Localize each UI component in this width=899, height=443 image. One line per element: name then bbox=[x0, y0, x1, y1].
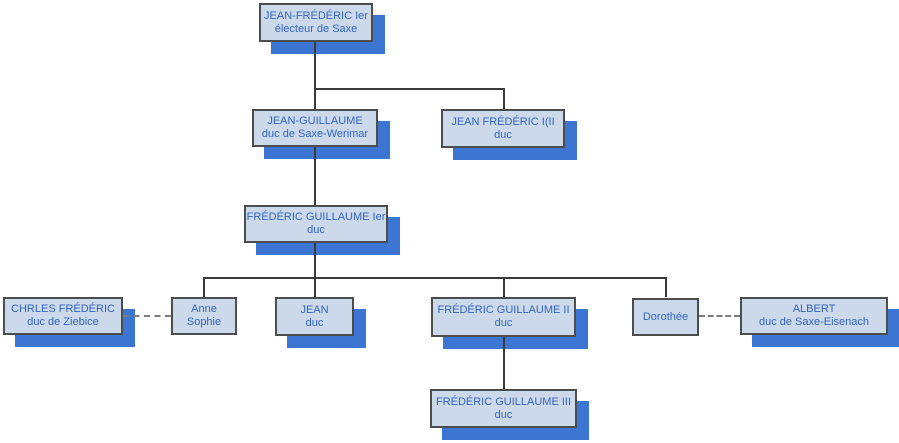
connector-drop-anne-sophie bbox=[203, 277, 205, 297]
connector-fg1er-down bbox=[314, 242, 316, 279]
node-frederic-guillaume-ii: FRÉDÉRIC GUILLAUME II duc bbox=[431, 297, 588, 349]
marriage-line-dorothee-albert bbox=[699, 315, 740, 317]
marriage-line-chrles-anne bbox=[123, 315, 171, 317]
connector-jean-guillaume-to-fg1er bbox=[314, 147, 316, 205]
node-albert: ALBERT duc de Saxe-Eisenach bbox=[740, 297, 899, 347]
connector-drop-dorothee bbox=[665, 277, 667, 297]
node-anne-sophie: Anne Sophie bbox=[171, 297, 237, 335]
node-box: FRÉDÉRIC GUILLAUME Ier duc bbox=[244, 205, 388, 243]
node-box: JEAN FRÉDÉRIC I(II duc bbox=[441, 109, 565, 148]
node-name: ALBERT bbox=[792, 303, 836, 315]
node-name: JEAN-GUILLAUME bbox=[267, 115, 363, 127]
node-title: duc de Saxe-Eisenach bbox=[758, 316, 870, 328]
node-name: JEAN-FRÉDÉRIC Ier bbox=[264, 9, 368, 22]
node-title: duc de Ziebice bbox=[27, 316, 99, 328]
node-name: CHRLES FRÉDÉRIC bbox=[11, 303, 115, 315]
connector-branch-row3 bbox=[203, 277, 667, 279]
node-title: duc bbox=[307, 224, 325, 236]
node-box: JEAN duc bbox=[275, 297, 354, 336]
node-jean-guillaume: JEAN-GUILLAUME duc de Saxe-Werimar bbox=[252, 109, 390, 159]
connector-fg2-to-fg3 bbox=[503, 336, 505, 389]
node-box: JEAN-FRÉDÉRIC Ier électeur de Saxe bbox=[259, 3, 373, 42]
node-box: CHRLES FRÉDÉRIC duc de Ziebice bbox=[3, 297, 123, 335]
node-dorothee: Dorothée bbox=[632, 298, 699, 336]
node-name: JEAN FRÉDÉRIC I(II bbox=[451, 115, 555, 128]
node-frederic-guillaume-ier: FRÉDÉRIC GUILLAUME Ier duc bbox=[244, 205, 400, 255]
connector-drop-jean bbox=[314, 277, 316, 297]
node-title: électeur de Saxe bbox=[274, 22, 358, 35]
node-box: FRÉDÉRIC GUILLAUME III duc bbox=[430, 389, 577, 428]
node-title: duc de Saxe-Werimar bbox=[261, 128, 369, 140]
node-name: FRÉDÉRIC GUILLAUME Ier bbox=[246, 211, 386, 223]
connector-trunk-jf1er-down bbox=[314, 42, 316, 109]
connector-drop-jean-frederic-i-ii bbox=[503, 88, 505, 109]
node-name: Dorothée bbox=[642, 310, 689, 323]
connector-branch-row1 bbox=[314, 88, 505, 90]
node-title: duc bbox=[494, 317, 513, 329]
node-title: duc bbox=[305, 316, 324, 329]
node-box: FRÉDÉRIC GUILLAUME II duc bbox=[431, 297, 576, 337]
node-jean-frederic-i-ii: JEAN FRÉDÉRIC I(II duc bbox=[441, 109, 577, 160]
node-box: JEAN-GUILLAUME duc de Saxe-Werimar bbox=[252, 109, 378, 147]
node-title: duc bbox=[494, 408, 513, 421]
node-title: Sophie bbox=[186, 316, 222, 328]
node-box: ALBERT duc de Saxe-Eisenach bbox=[740, 297, 888, 335]
node-jean: JEAN duc bbox=[275, 297, 366, 348]
connector-drop-fg2 bbox=[503, 277, 505, 297]
node-frederic-guillaume-iii: FRÉDÉRIC GUILLAUME III duc bbox=[430, 389, 589, 440]
node-chrles-frederic: CHRLES FRÉDÉRIC duc de Ziebice bbox=[3, 297, 135, 347]
node-box: Dorothée bbox=[632, 298, 699, 336]
node-name: FRÉDÉRIC GUILLAUME III bbox=[435, 395, 572, 408]
node-name: JEAN bbox=[300, 303, 329, 316]
node-title: duc bbox=[494, 128, 512, 141]
node-name: Anne bbox=[191, 303, 217, 315]
node-name: FRÉDÉRIC GUILLAUME II bbox=[437, 304, 570, 316]
node-box: Anne Sophie bbox=[171, 297, 237, 335]
node-jean-frederic-ier: JEAN-FRÉDÉRIC Ier électeur de Saxe bbox=[259, 3, 385, 54]
